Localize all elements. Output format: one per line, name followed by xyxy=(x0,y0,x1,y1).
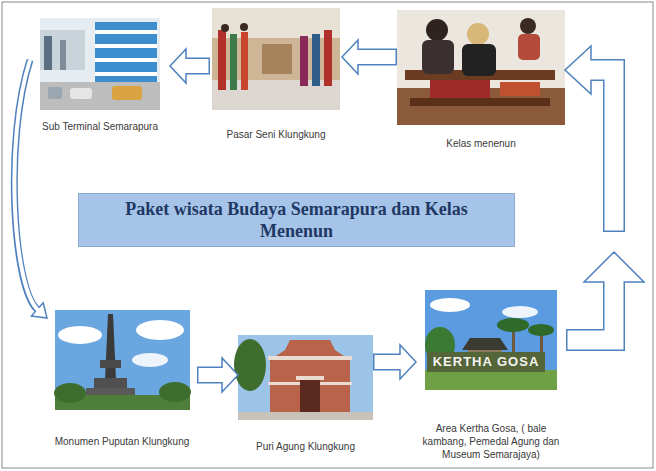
stop-caption: Sub Terminal Semarapura xyxy=(30,120,170,133)
photo-stop: Monumen Puputan Klungkung xyxy=(47,310,197,448)
flow-arrow xyxy=(14,60,47,318)
monument-photo xyxy=(54,310,191,410)
palace-gate-photo xyxy=(234,335,373,420)
arrow-head xyxy=(584,252,644,282)
arrow-head xyxy=(342,40,358,74)
stop-caption: Area Kertha Gosa, ( bale kambang, Pemeda… xyxy=(416,422,566,461)
flow-arrow xyxy=(197,358,238,392)
sign-text: KERTHA GOSA xyxy=(427,353,545,371)
kertha-gosa-photo xyxy=(425,290,557,390)
stop-caption: Puri Agung Klungkung xyxy=(238,440,373,453)
arrow-shaft xyxy=(14,60,37,309)
weaving-photo xyxy=(397,10,565,125)
stop-caption: Monumen Puputan Klungkung xyxy=(47,435,197,448)
market-photo xyxy=(212,8,340,110)
photo-stop: Pasar Seni Klungkung xyxy=(210,8,342,141)
photo-stop: Area Kertha Gosa, ( bale kambang, Pemeda… xyxy=(416,290,566,461)
arrow-fill xyxy=(357,50,396,64)
flow-arrow xyxy=(565,46,644,340)
photo-stop: Sub Terminal Semarapura xyxy=(30,18,170,133)
flow-arrow xyxy=(170,49,210,83)
terminal-photo xyxy=(40,18,160,110)
photo-stop: Puri Agung Klungkung xyxy=(238,335,373,453)
arrow-head xyxy=(222,358,238,392)
arrow-fill xyxy=(185,59,209,73)
arrow-fill xyxy=(568,281,615,341)
stop-caption: Pasar Seni Klungkung xyxy=(210,128,342,141)
photo-stop: Kelas menenun xyxy=(397,10,565,150)
arrow-head xyxy=(565,46,591,94)
arrow-head xyxy=(170,49,186,83)
arrow-fill xyxy=(199,368,224,382)
flow-arrow xyxy=(342,40,397,74)
arrow-fill xyxy=(14,60,38,310)
title-text: Paket wisata Budaya Semarapura dan Kelas… xyxy=(99,198,494,242)
flow-arrow xyxy=(373,345,416,379)
arrow-head xyxy=(400,345,416,379)
arrow-fill xyxy=(590,70,615,231)
title-box: Paket wisata Budaya Semarapura dan Kelas… xyxy=(78,193,515,247)
stop-caption: Kelas menenun xyxy=(397,137,565,150)
arrow-fill xyxy=(375,355,402,369)
